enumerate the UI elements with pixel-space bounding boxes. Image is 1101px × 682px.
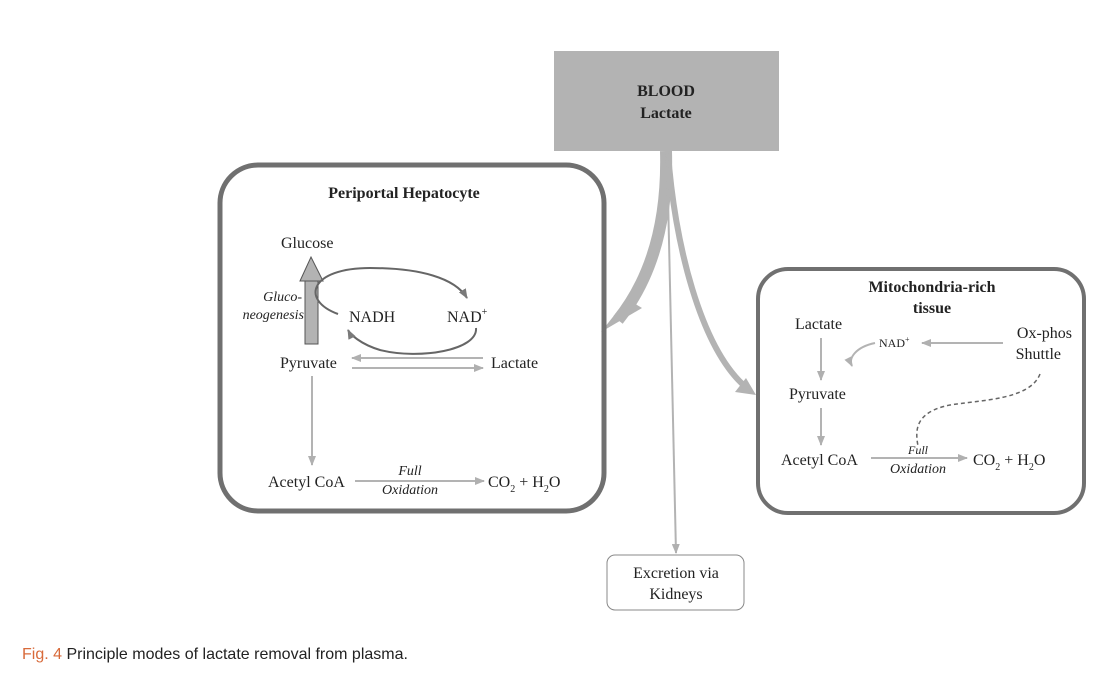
mito-title-line2: tissue	[913, 300, 951, 317]
kidney-box	[606, 554, 745, 611]
nadh-to-nad-curve	[314, 266, 468, 315]
blood-title: BLOOD	[637, 83, 695, 100]
shuttle-label: Shuttle	[1016, 346, 1061, 363]
kidney-line2: Kidneys	[649, 586, 702, 603]
mito-lactate-label: Lactate	[795, 316, 842, 333]
blood-to-kidney-arrow	[666, 151, 680, 554]
mito-box	[756, 267, 1086, 515]
gluco-label: Gluco-	[263, 290, 302, 305]
neogenesis-label: neogenesis	[243, 308, 305, 323]
lactate-label: Lactate	[491, 355, 538, 372]
pyruvate-label: Pyruvate	[280, 355, 337, 372]
blood-box	[554, 51, 779, 151]
mito-co2-h2o-label: CO2 + H2O	[973, 452, 1045, 473]
acetyl-coa-label: Acetyl CoA	[268, 474, 345, 491]
mito-full-label: Full	[907, 443, 929, 457]
gluconeogenesis-arrowhead	[299, 255, 324, 282]
nad-curve-arrow	[844, 342, 876, 367]
blood-to-hepatocyte-arrow	[613, 150, 673, 324]
mito-arrowhead	[735, 378, 756, 395]
nad-to-nadh-curve	[347, 327, 478, 355]
blood-subtitle: Lactate	[640, 105, 692, 122]
glucose-label: Glucose	[281, 235, 333, 252]
mito-oxidation-label: Oxidation	[890, 462, 946, 477]
kidney-line1: Excretion via	[633, 565, 719, 582]
mito-nad-label: NAD+	[879, 335, 910, 350]
blood-to-mito-arrow	[665, 151, 750, 392]
shuttle-dashed-path	[916, 373, 1041, 447]
oxidation-label: Oxidation	[382, 483, 438, 498]
co2-h2o-label: CO2 + H2O	[488, 474, 560, 495]
oxphos-label: Ox-phos	[1017, 325, 1072, 342]
mito-title-line1: Mitochondria-rich	[868, 279, 995, 296]
figure-number: Fig. 4	[22, 646, 63, 663]
figure-caption: Fig. 4 Principle modes of lactate remova…	[22, 646, 408, 664]
hepatocyte-arrowhead	[601, 299, 642, 332]
mito-acetyl-coa-label: Acetyl CoA	[781, 452, 858, 469]
hepatocyte-box	[217, 162, 607, 514]
full-label: Full	[397, 464, 421, 479]
nad-label: NAD+	[447, 307, 488, 326]
caption-text: Principle modes of lactate removal from …	[66, 646, 408, 663]
hepatocyte-title: Periportal Hepatocyte	[328, 185, 480, 202]
mito-pyruvate-label: Pyruvate	[789, 386, 846, 403]
nadh-label: NADH	[349, 309, 396, 326]
